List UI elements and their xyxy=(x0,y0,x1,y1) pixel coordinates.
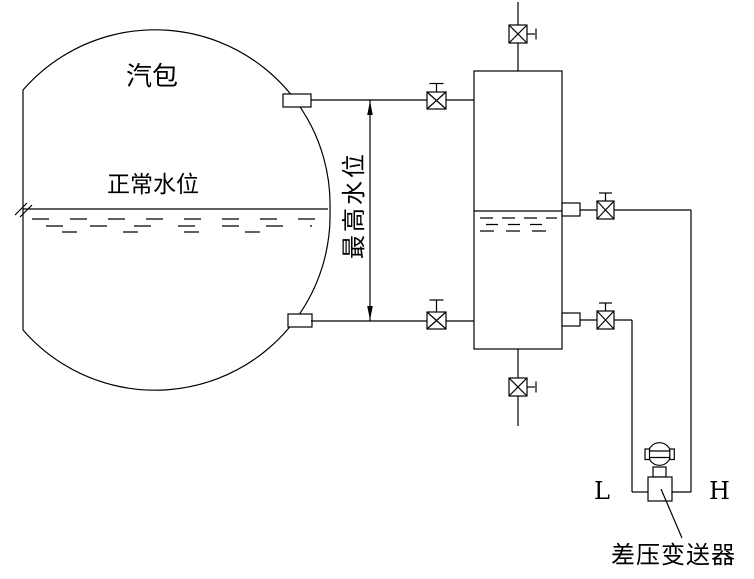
max-water-level-label: 最高水位 xyxy=(340,151,368,259)
dimension-arrow-icon xyxy=(367,306,373,320)
label-leader-line xyxy=(660,488,683,539)
drum-label: 汽包 xyxy=(126,62,179,92)
low-side-label: L xyxy=(594,477,610,505)
drum-water-level xyxy=(23,208,328,233)
high-side-piping xyxy=(580,209,692,493)
vessel-upper-nozzle xyxy=(561,202,581,217)
pipe-break-mark-icon xyxy=(14,202,33,218)
vessel-upper-outlet-valve-icon xyxy=(596,192,615,220)
vessel-lower-outlet-valve-icon xyxy=(596,302,615,330)
max-level-dimension-line xyxy=(367,100,373,321)
drum-upper-tap-valve-icon xyxy=(426,82,447,110)
vessel-vent-valve-icon xyxy=(508,24,537,44)
steam-drum-shape xyxy=(22,29,331,391)
dimension-arrow-icon xyxy=(367,101,373,115)
low-side-piping xyxy=(580,319,648,493)
drum-lower-nozzle xyxy=(287,313,313,328)
balance-vessel xyxy=(473,70,563,350)
transmitter-label: 差压变送器 xyxy=(611,541,736,569)
vessel-lower-nozzle xyxy=(561,312,581,327)
normal-water-level-label: 正常水位 xyxy=(107,172,199,198)
vessel-drain-valve-icon xyxy=(508,377,537,397)
drum-lower-tap-valve-icon xyxy=(426,299,447,330)
high-side-label: H xyxy=(709,477,730,505)
dp-transmitter-icon xyxy=(644,442,675,502)
drum-upper-nozzle xyxy=(282,93,312,108)
